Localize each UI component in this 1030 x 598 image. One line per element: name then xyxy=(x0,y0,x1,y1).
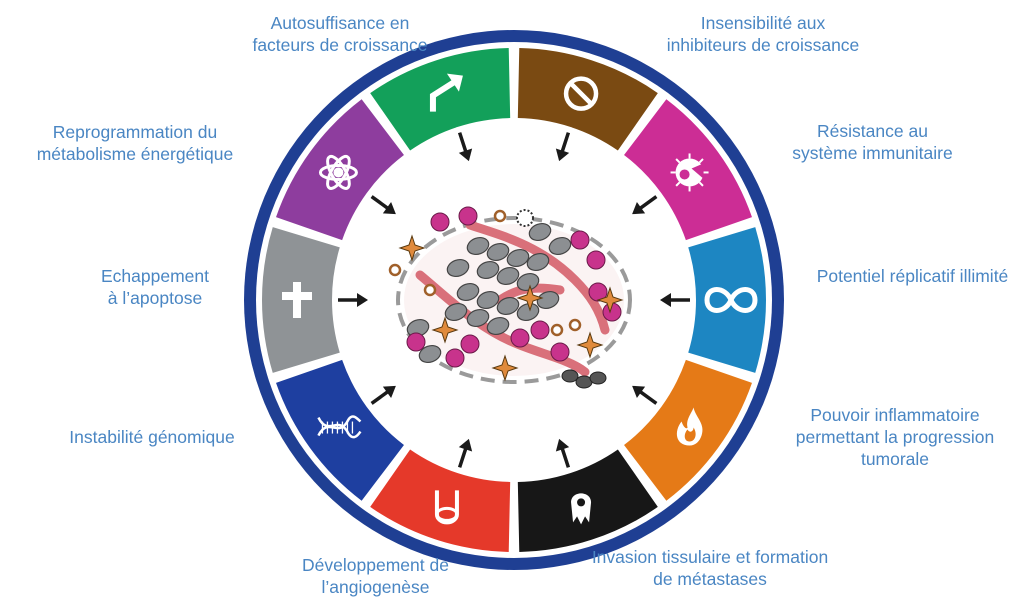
hallmark-label: Potentiel réplicatif illimité xyxy=(816,266,1009,286)
inward-arrow xyxy=(555,438,571,468)
blood-vessel-icon xyxy=(434,490,459,525)
immune-cell-icon xyxy=(670,153,709,192)
inward-arrow xyxy=(660,293,690,307)
inward-arrow xyxy=(555,132,571,162)
dna-icon xyxy=(317,415,362,439)
hallmark-label: Autosuffisance en facteurs de croissance xyxy=(252,13,428,55)
hallmark-label: Développement de l’angiogenèse xyxy=(302,555,449,597)
hallmark-label: Invasion tissulaire et formation de méta… xyxy=(591,547,829,589)
inward-arrow xyxy=(338,293,368,307)
flame-icon xyxy=(676,407,703,446)
inward-arrow xyxy=(632,385,658,405)
inward-arrow xyxy=(457,438,473,468)
inward-arrow xyxy=(370,195,396,215)
hallmark-label: Reprogrammation du métabolisme énergétiq… xyxy=(36,122,234,164)
hallmark-label: Instabilité génomique xyxy=(69,427,235,447)
cross-icon xyxy=(282,282,312,318)
hallmark-segment xyxy=(688,227,766,373)
inward-arrow xyxy=(457,132,473,162)
hallmark-segment xyxy=(370,449,511,552)
bent-arrow-icon xyxy=(429,73,463,112)
hallmark-label: Pouvoir inflammatoire permettant la prog… xyxy=(795,405,995,469)
prohibition-icon xyxy=(563,76,599,111)
hallmark-label: Résistance au système immunitaire xyxy=(792,121,953,163)
tumor-microenvironment xyxy=(388,206,632,389)
infinity-icon xyxy=(704,287,758,313)
hallmark-label: Insensibilité aux inhibiteurs de croissa… xyxy=(666,13,860,55)
hallmark-label: Echappement à l’apoptose xyxy=(101,266,209,308)
hallmark-segment xyxy=(276,359,404,501)
inward-arrow xyxy=(370,385,396,405)
metastasis-cell-icon xyxy=(571,493,592,525)
hallmark-segment xyxy=(370,48,511,151)
inward-arrow xyxy=(632,195,658,215)
atom-icon xyxy=(318,154,358,190)
